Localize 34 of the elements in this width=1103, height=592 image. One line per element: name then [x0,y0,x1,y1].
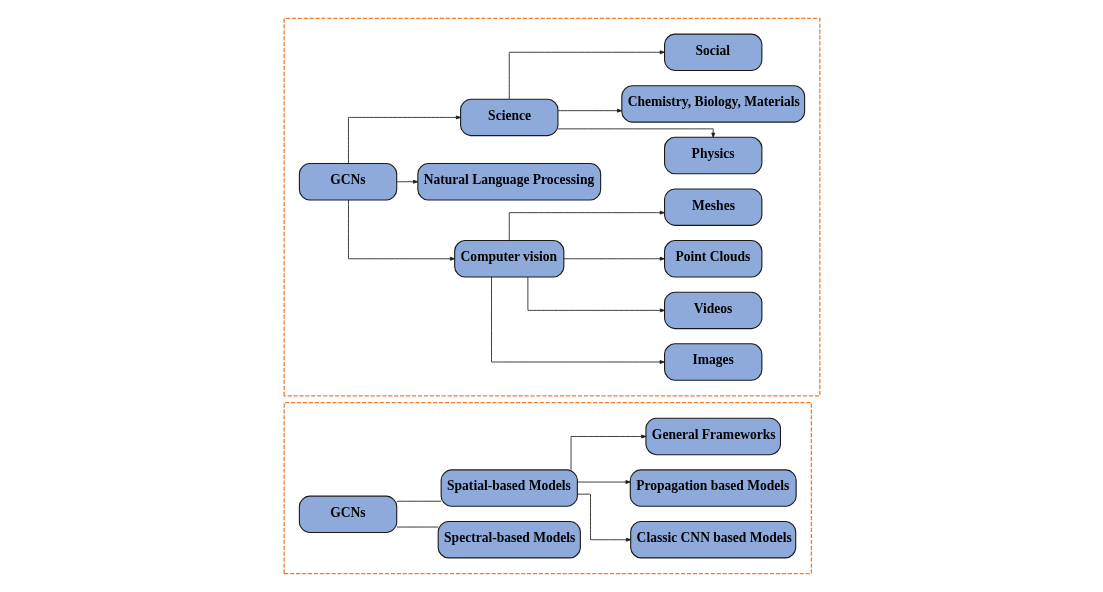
arrow [557,108,622,113]
arrow [563,256,665,261]
node-box: Spatial-based Models [440,469,578,507]
node-box: Classic CNN based Models [629,521,796,559]
arrow [395,179,418,184]
arrow [490,276,665,364]
node-box: Computer vision [453,240,564,278]
arrow [570,434,646,471]
arrow [576,493,631,542]
arrow [347,115,461,164]
cluster [283,17,820,397]
cluster [283,402,812,575]
node-box: GCNs [298,495,397,534]
arrow [508,50,665,100]
node-box: Images [663,343,762,381]
node-box: Propagation based Models [629,469,797,507]
node-box: Meshes [663,188,762,226]
node-box: Videos [663,291,762,330]
node-box: Physics [663,136,762,175]
arrow [526,276,665,313]
connector [395,500,441,502]
node-box: Science [459,98,558,137]
node-box: General Frameworks [644,417,781,456]
arrow [508,210,665,241]
connector [395,526,438,528]
arrow [347,199,455,261]
arrow [576,480,631,484]
node-box: Natural Language Processing [416,163,601,201]
node-box: GCNs [298,163,397,201]
arrow [557,128,715,138]
node-box: Point Clouds [663,240,762,278]
node-box: Social [663,33,762,71]
node-box: Chemistry, Biology, Materials [620,85,805,123]
node-box: Spectral-based Models [437,521,581,559]
